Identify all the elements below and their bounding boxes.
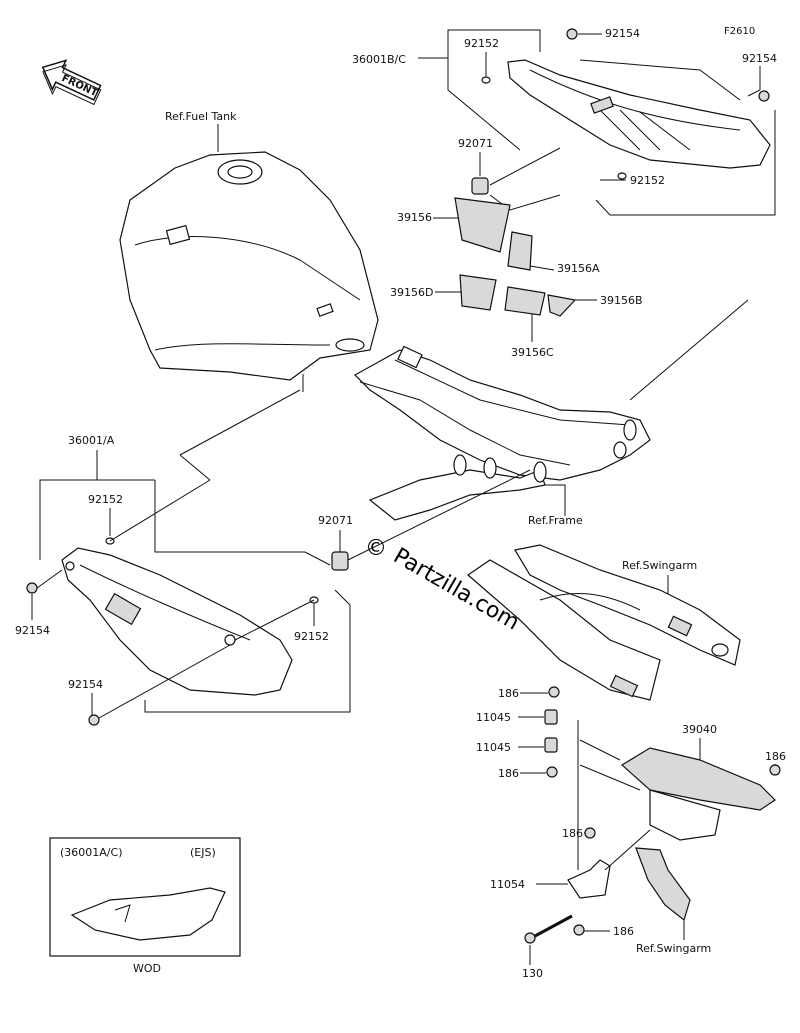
left-side-cover [61,547,293,696]
callout-92152-right: 92152 [630,174,665,187]
ref-frame-label: Ref.Frame [528,514,583,527]
group-label-36001a: 36001/A [68,434,115,447]
callout-186-c: 186 [765,750,786,763]
right-side-cover [507,59,771,169]
ref-swingarm-bottom-label: Ref.Swingarm [636,942,711,955]
front-arrow-icon: FRONT [41,59,102,106]
callout-39156b: 39156B [600,294,643,307]
callout-39156: 39156 [397,211,432,224]
ref-fuel-tank-label: Ref.Fuel Tank [165,110,237,123]
callout-186-d: 186 [562,827,583,840]
callout-186-e: 186 [613,925,634,938]
callout-92152-top: 92152 [464,37,499,50]
callout-39156d: 39156D [390,286,433,299]
callout-39156c: 39156C [511,346,554,359]
callout-92152-left: 92152 [88,493,123,506]
fuel-tank [119,151,379,392]
callout-92152-left-mid: 92152 [294,630,329,643]
copyright-symbol: © [365,536,387,561]
callout-39156a: 39156A [557,262,600,275]
callout-186-a: 186 [498,687,519,700]
inset-box [49,837,241,957]
callout-11054: 11054 [490,878,525,891]
inset-right-label: (EJS) [190,846,216,859]
callout-92154-left: 92154 [15,624,50,637]
callout-92154-top: 92154 [605,27,640,40]
chain-guard [620,747,776,841]
swingarm-bracket [635,847,691,922]
bolt-130 [524,914,573,944]
callout-92071-top: 92071 [458,137,493,150]
callout-92154-right: 92154 [742,52,777,65]
diagram-code: F2610 [724,26,755,37]
callout-11045-b: 11045 [476,741,511,754]
callout-92071-left: 92071 [318,514,353,527]
bracket-11054 [567,859,611,899]
frame [354,345,651,521]
callout-186-b: 186 [498,767,519,780]
inset-left-label: (36001A/C) [60,846,123,859]
swingarm [467,544,741,701]
ref-swingarm-top-label: Ref.Swingarm [622,559,697,572]
sticker-set [454,197,577,317]
callout-130: 130 [522,967,543,980]
inset-caption: WOD [133,962,161,975]
group-label-36001bc: 36001B/C [352,53,406,66]
callout-39040: 39040 [682,723,717,736]
inset-side-cover [70,887,226,941]
callout-11045-a: 11045 [476,711,511,724]
callout-92154-bottom: 92154 [68,678,103,691]
